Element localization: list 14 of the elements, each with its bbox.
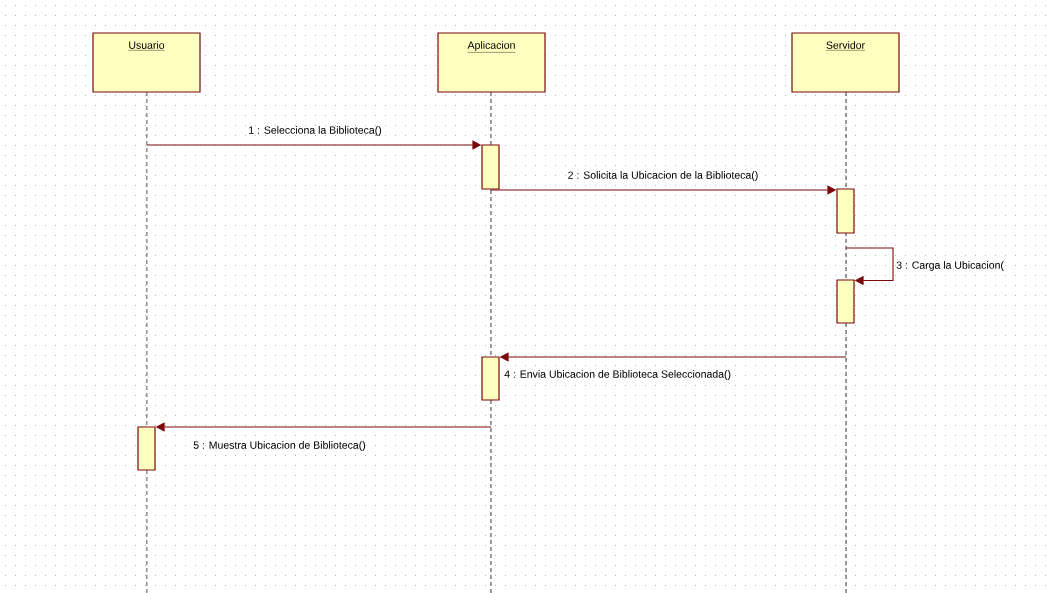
activation-bar [836,188,855,234]
activation-bar [836,279,855,324]
lifeline-box: Servidor [791,32,900,93]
lifeline-box: Usuario [92,32,201,93]
message-label: 2 : Solicita la Ubicacion de la Biblioteca() [568,171,758,181]
message-label: 1 : Selecciona la Biblioteca() [249,126,382,136]
message-label: 5 : Muestra Ubicacion de Biblioteca() [193,441,366,451]
activation-bar [137,426,156,471]
message-label: 3 : Carga la Ubicacion( [896,261,1004,271]
activation-bar [481,356,500,401]
message-arrow [845,247,894,286]
lifeline-box: Aplicacion [437,32,546,93]
message-label: 4 : Envia Ubicacion de Biblioteca Seleccionada() [504,370,731,380]
activation-bar [481,144,500,190]
